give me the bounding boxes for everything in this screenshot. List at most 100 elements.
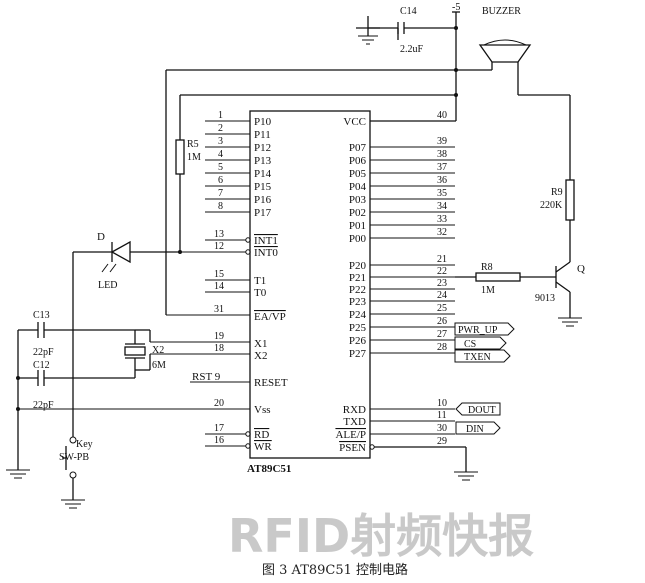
svg-text:19: 19 <box>214 331 224 342</box>
svg-text:37: 37 <box>437 162 447 173</box>
r9-resistor: R9 220K <box>518 94 575 240</box>
svg-text:4: 4 <box>218 149 223 160</box>
svg-text:12: 12 <box>214 241 224 252</box>
svg-text:23: 23 <box>437 278 447 289</box>
svg-text:26: 26 <box>437 316 447 327</box>
supply-node: -5 <box>452 2 460 95</box>
svg-text:P15: P15 <box>254 181 272 193</box>
signal-pwr-up: PWR_UP <box>454 322 515 336</box>
r8-resistor: R8 1M <box>455 262 556 296</box>
svg-text:X2: X2 <box>254 350 267 362</box>
svg-text:P12: P12 <box>254 142 271 154</box>
svg-text:X1: X1 <box>254 338 267 350</box>
pin-vss: 20 Vss <box>18 398 271 416</box>
pin-x1: 19 X1 <box>150 331 267 350</box>
signal-cs: CS <box>454 336 507 350</box>
svg-text:P02: P02 <box>349 207 366 219</box>
svg-text:39: 39 <box>437 136 447 147</box>
svg-text:24: 24 <box>437 290 447 301</box>
svg-text:TXEN: TXEN <box>464 352 491 363</box>
svg-text:P06: P06 <box>349 155 367 167</box>
signal-din: DIN <box>455 421 501 435</box>
svg-text:BUZZER: BUZZER <box>482 6 521 17</box>
svg-text:17: 17 <box>214 423 224 434</box>
svg-text:C13: C13 <box>33 310 50 321</box>
pin-t1: 15 T1 <box>205 269 266 287</box>
crystal: X2 6M <box>124 329 166 371</box>
svg-text:27: 27 <box>437 329 447 340</box>
svg-text:P11: P11 <box>254 129 271 141</box>
svg-text:30: 30 <box>437 423 447 434</box>
watermark: RFID射频快报 <box>228 509 534 563</box>
svg-text:5: 5 <box>218 162 223 173</box>
svg-text:38: 38 <box>437 149 447 160</box>
pin-reset: RST 9 RESET <box>190 371 288 389</box>
svg-text:R9: R9 <box>551 187 563 198</box>
r5-resistor: R5 1M <box>175 95 201 254</box>
svg-text:10: 10 <box>437 398 447 409</box>
svg-text:25: 25 <box>437 303 447 314</box>
svg-text:C12: C12 <box>33 360 50 371</box>
svg-text:DOUT: DOUT <box>468 405 496 416</box>
svg-text:INT1: INT1 <box>254 235 278 247</box>
svg-text:P13: P13 <box>254 155 272 167</box>
svg-text:RST 9: RST 9 <box>192 371 221 383</box>
svg-text:Q: Q <box>577 263 585 275</box>
svg-text:P23: P23 <box>349 296 367 308</box>
svg-text:D: D <box>97 231 105 243</box>
pin-ea: 31 EA/VP <box>166 304 286 323</box>
svg-text:P05: P05 <box>349 168 367 180</box>
svg-text:VCC: VCC <box>343 116 366 128</box>
svg-text:2: 2 <box>218 123 223 134</box>
svg-text:22pF: 22pF <box>33 400 54 411</box>
right-pin-group: 40VCC39P0738P0637P0536P0435P0334P0233P01… <box>335 110 455 454</box>
svg-text:9013: 9013 <box>535 293 555 304</box>
svg-text:34: 34 <box>437 201 447 212</box>
svg-text:PWR_UP: PWR_UP <box>458 325 498 336</box>
psen-ground <box>369 444 478 481</box>
c12-capacitor: C12 22pF <box>18 360 136 411</box>
svg-text:1M: 1M <box>187 152 201 163</box>
svg-text:18: 18 <box>214 343 224 354</box>
chip-body <box>249 110 371 459</box>
buzzer: BUZZER <box>478 6 532 95</box>
svg-text:P17: P17 <box>254 207 272 219</box>
svg-text:P20: P20 <box>349 260 367 272</box>
svg-text:16: 16 <box>214 435 224 446</box>
svg-text:ALE/P: ALE/P <box>335 429 366 441</box>
svg-text:1M: 1M <box>481 285 495 296</box>
c13-capacitor: C13 22pF <box>18 310 135 358</box>
svg-text:P04: P04 <box>349 181 367 193</box>
svg-text:36: 36 <box>437 175 447 186</box>
svg-text:2.2uF: 2.2uF <box>400 44 424 55</box>
svg-text:P22: P22 <box>349 284 366 296</box>
svg-text:P07: P07 <box>349 142 367 154</box>
svg-text:21: 21 <box>437 254 447 265</box>
svg-text:R5: R5 <box>187 139 199 150</box>
svg-text:T1: T1 <box>254 275 266 287</box>
led-diode: D LED <box>72 231 180 437</box>
svg-text:P03: P03 <box>349 194 367 206</box>
chip-name: AT89C51 <box>247 463 291 475</box>
svg-text:P10: P10 <box>254 116 272 128</box>
signal-dout: DOUT <box>455 402 501 416</box>
pin-t0: 14 T0 <box>205 281 267 299</box>
svg-text:31: 31 <box>214 304 224 315</box>
